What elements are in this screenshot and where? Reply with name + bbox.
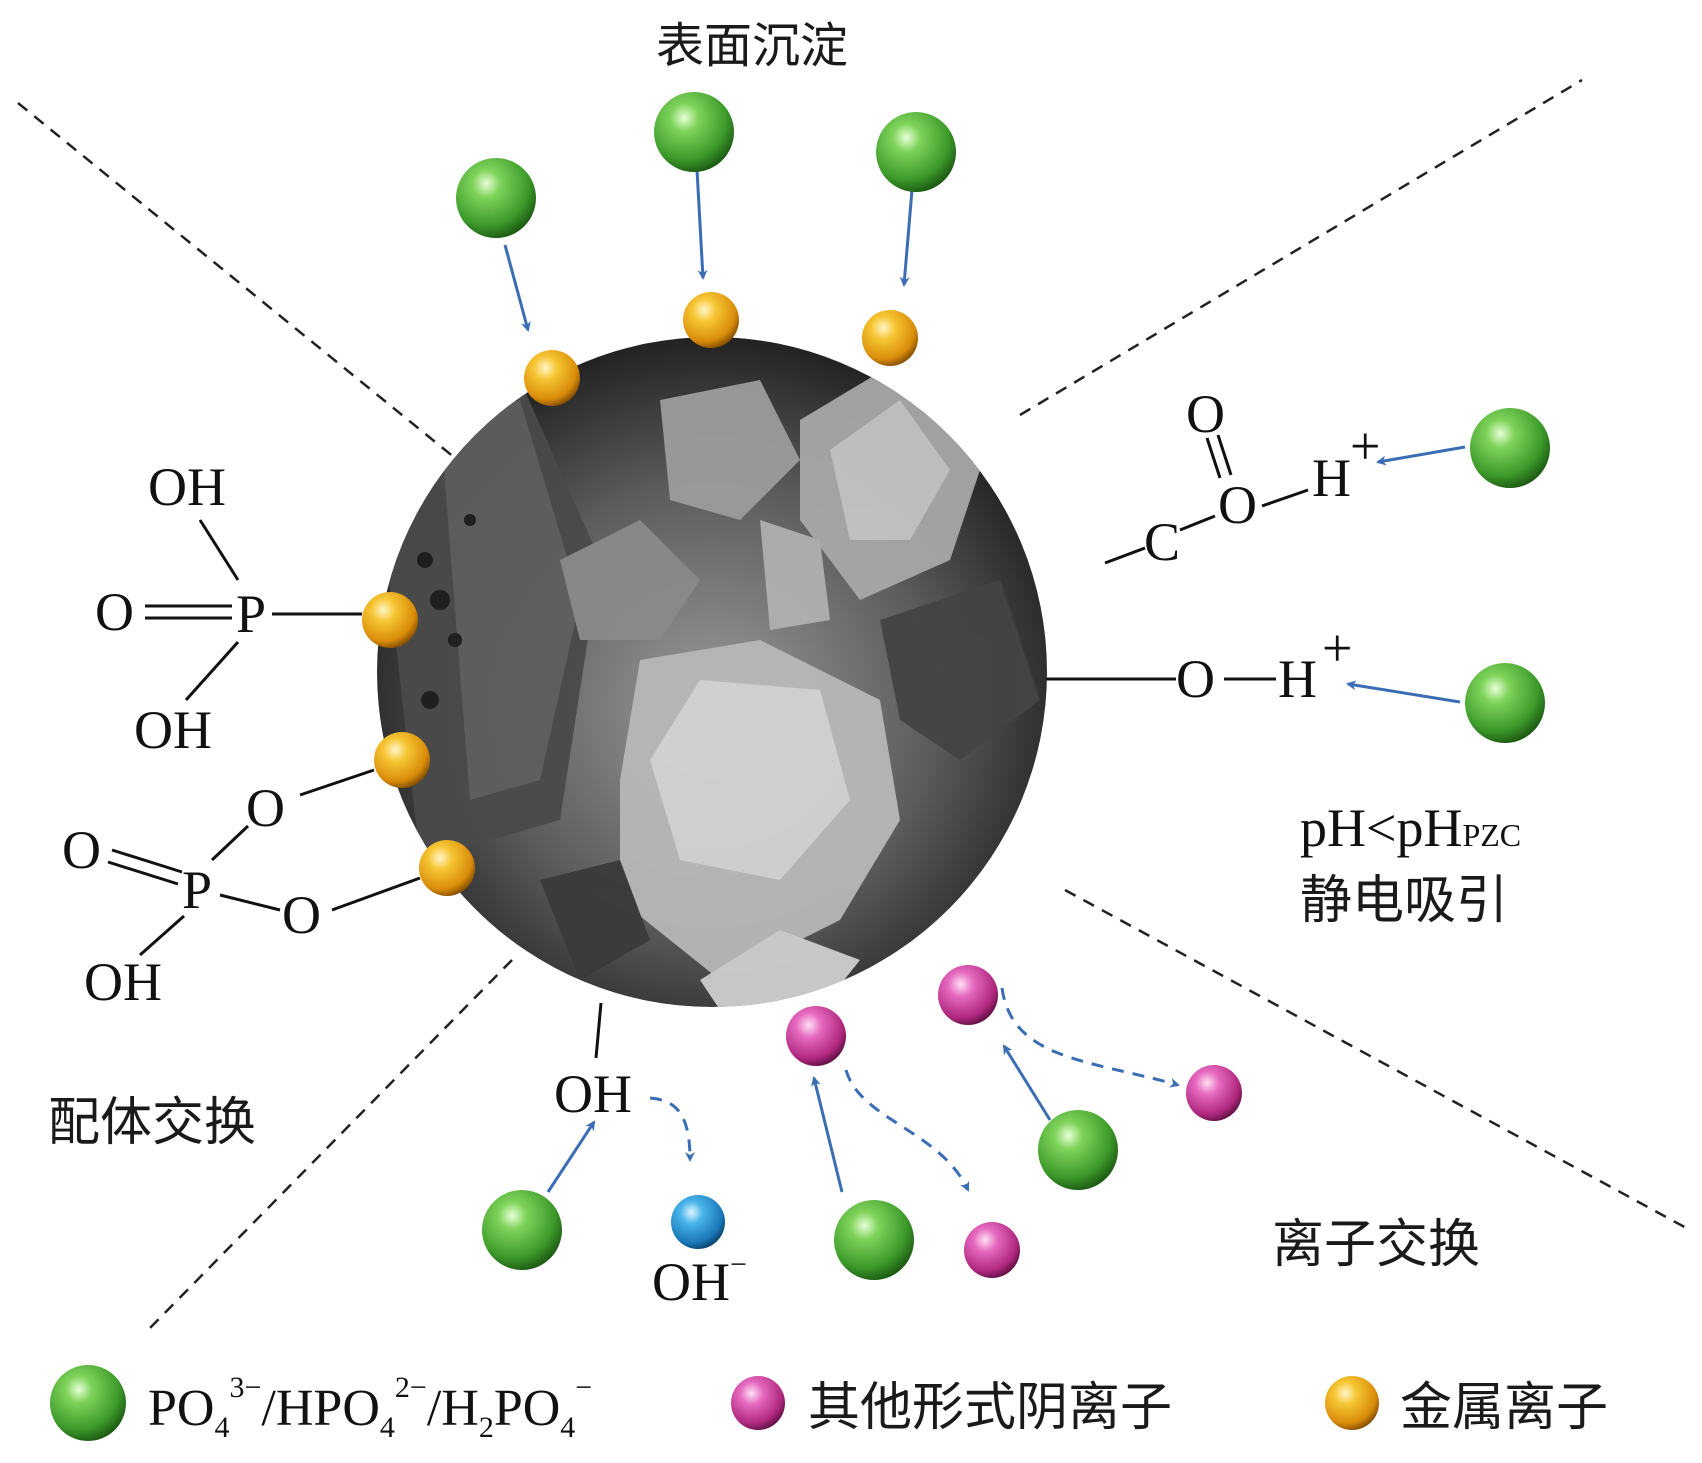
phosphorus-atom: P [182, 860, 212, 920]
hydroxyl-group: OH [84, 952, 162, 1012]
surface-precipitation-label: 表面沉淀 [656, 18, 848, 74]
legend-metal-label: 金属离子 [1400, 1378, 1608, 1438]
metal-ion [524, 350, 580, 406]
carbon-atom: C [1144, 512, 1180, 572]
legend-other-anion-label: 其他形式阴离子 [808, 1378, 1172, 1438]
arrow [814, 1078, 842, 1192]
arrow [1004, 1046, 1050, 1120]
phosphate-ion [876, 112, 956, 192]
phosphate-ion [1465, 663, 1545, 743]
phosphate-ion [1038, 1110, 1118, 1190]
hydroxyl-group: OH [134, 700, 212, 760]
oxygen-atom: O [246, 778, 285, 838]
phosphate-ion [456, 158, 536, 238]
proton-charge: + [1322, 618, 1352, 678]
oxygen-atom: O [95, 582, 134, 642]
legend-other-anion-swatch [731, 1376, 785, 1430]
other-anion [964, 1222, 1020, 1278]
metal-ion [683, 292, 739, 348]
arrow [1348, 684, 1460, 702]
hydroxide-label: OH− [652, 1248, 747, 1312]
other-anion [938, 965, 998, 1025]
arrow [1378, 447, 1465, 462]
phosphate-ion [482, 1190, 562, 1270]
arrow [505, 245, 528, 330]
proton-charge: + [1350, 416, 1380, 476]
hydrogen-atom: H [1278, 649, 1317, 709]
legend-phosphate-label: PO43−/HPO42−/H2PO4− [148, 1371, 592, 1444]
other-anion [1186, 1065, 1242, 1121]
surface-hydroxyl: OH [554, 1064, 632, 1124]
arrow [650, 1098, 690, 1160]
metal-ion [862, 310, 918, 366]
ion-exchange-group: OH OH− [482, 965, 1242, 1312]
arrow [846, 1070, 968, 1190]
oxygen-atom: O [1218, 475, 1257, 535]
phosphate-ion [1470, 408, 1550, 488]
oxygen-atom: O [62, 820, 101, 880]
oxygen-atom: O [1176, 649, 1215, 709]
arrow [904, 190, 912, 285]
arrow [1002, 988, 1178, 1085]
ligand-exchange-label: 配体交换 [48, 1093, 256, 1153]
phosphorus-atom: P [236, 584, 266, 644]
oxygen-atom: O [282, 885, 321, 945]
arrow [697, 170, 703, 278]
biochar-particle [377, 337, 1047, 1010]
legend: PO43−/HPO42−/H2PO4− 其他形式阴离子 金属离子 [50, 1365, 1608, 1444]
legend-metal-swatch [1325, 1376, 1379, 1430]
phosphate-ion [834, 1200, 914, 1280]
ion-exchange-label: 离子交换 [1272, 1215, 1480, 1275]
legend-phosphate-swatch [50, 1365, 126, 1441]
arrow [548, 1122, 594, 1192]
ph-condition: pH<pHPZC [1300, 798, 1521, 858]
electrostatic-attraction-label: 静电吸引 [1300, 871, 1508, 931]
metal-ion [362, 592, 418, 648]
other-anion [786, 1006, 846, 1066]
metal-ion [419, 840, 475, 896]
hydroxyl-group: OH [148, 457, 226, 517]
hydroxide-ion [671, 1195, 725, 1249]
electrostatic-group: C O H + O O H + pH<pHPZC 静电吸引 [1046, 384, 1550, 931]
metal-ion [374, 732, 430, 788]
hydrogen-atom: H [1312, 448, 1351, 508]
phosphate-ion [654, 92, 734, 172]
carbonyl-oxygen: O [1186, 384, 1225, 444]
